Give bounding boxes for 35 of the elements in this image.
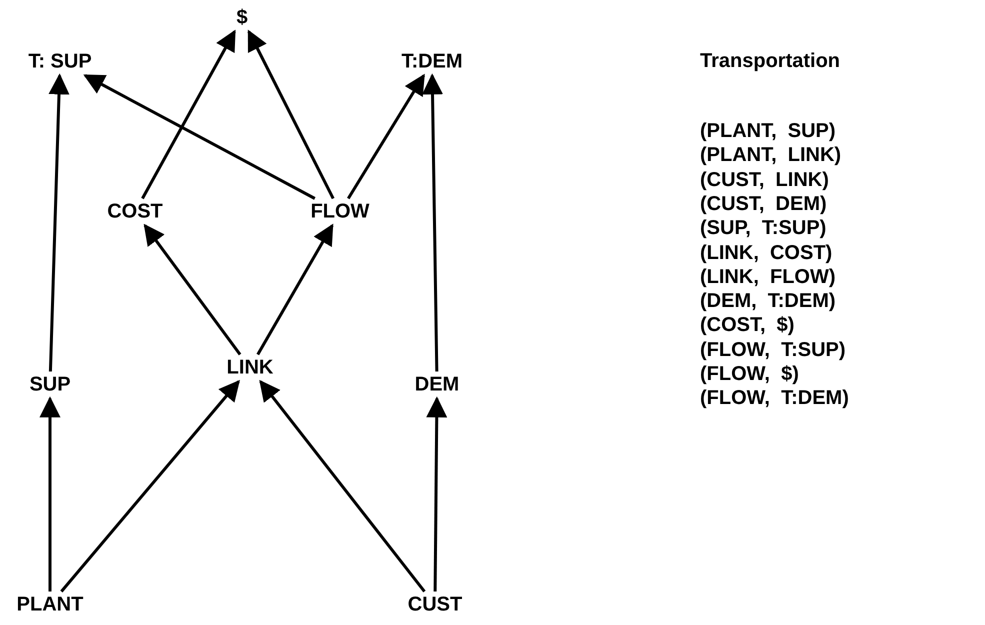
arrow <box>83 74 316 200</box>
arrow <box>259 380 426 592</box>
node-label: SUP <box>25 372 75 398</box>
node-label: PLANT <box>12 592 88 618</box>
arrow <box>40 396 60 592</box>
node-label: LINK <box>222 354 278 382</box>
node-label: $ <box>232 4 252 32</box>
arrow <box>48 73 70 372</box>
pair-entry: (LINK, COST) <box>700 242 832 264</box>
arrow <box>347 74 425 200</box>
pair-entry: (SUP, T:SUP) <box>700 217 826 240</box>
node-label: CUST <box>404 592 466 618</box>
heading: Transportation <box>700 50 840 73</box>
node-label: DEM <box>410 372 464 398</box>
pair-entry: (DEM, T:DEM) <box>700 290 836 314</box>
node-label: T: SUP <box>24 48 96 76</box>
pair-entry: (CUST, LINK) <box>700 168 829 192</box>
pair-entry: (COST, $) <box>700 314 794 338</box>
arrow <box>60 380 240 592</box>
arrow <box>426 396 448 592</box>
pair-entry: (FLOW, $) <box>700 363 799 386</box>
arrow <box>144 224 242 356</box>
node-label: COST <box>103 198 167 226</box>
pair-entry: (FLOW, T:SUP) <box>700 338 846 362</box>
pair-entry: (CUST, DEM) <box>700 192 827 216</box>
arrow <box>422 73 443 372</box>
pair-entry: (PLANT, SUP) <box>700 120 836 143</box>
node-label: FLOW <box>306 198 374 226</box>
arrow <box>141 30 236 200</box>
pair-entry: (LINK, FLOW) <box>700 266 836 289</box>
pair-entry: (FLOW, T:DEM) <box>700 387 849 410</box>
node-label: T:DEM <box>397 48 467 76</box>
pair-entry: (PLANT, LINK) <box>700 144 842 168</box>
arrow <box>247 30 335 200</box>
arrow <box>256 224 334 356</box>
